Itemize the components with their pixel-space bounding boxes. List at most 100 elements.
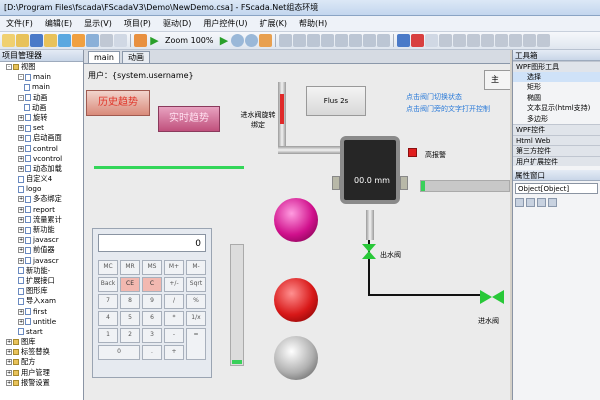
expand-icon[interactable]: + — [18, 125, 24, 132]
disk-icon[interactable] — [397, 34, 411, 47]
tab-animation[interactable]: 动画 — [122, 51, 150, 63]
ungroup-icon[interactable] — [467, 34, 481, 47]
cut-icon[interactable] — [100, 34, 113, 47]
tree-item[interactable]: +图库 — [0, 337, 83, 347]
history-trend-button[interactable]: 历史趋势 — [86, 90, 150, 116]
calculator-key[interactable]: 3 — [142, 328, 162, 343]
tree-item[interactable]: +旋转 — [0, 113, 83, 123]
align-center-icon[interactable] — [293, 34, 307, 47]
tree-item[interactable]: +动态加载 — [0, 164, 83, 174]
menu-item[interactable]: 用户控件(U) — [203, 19, 248, 28]
tree-item[interactable]: +javascr — [0, 235, 83, 245]
lock-icon[interactable] — [509, 34, 523, 47]
tree-item[interactable]: +配方 — [0, 357, 83, 367]
calculator-key[interactable]: * — [164, 311, 184, 326]
expand-icon[interactable]: + — [18, 114, 24, 121]
tree-item[interactable]: -动画 — [0, 93, 83, 103]
categorized-icon[interactable] — [515, 197, 524, 207]
same-width-icon[interactable] — [363, 34, 377, 47]
same-height-icon[interactable] — [377, 34, 391, 47]
tree-item[interactable]: 自定义4 — [0, 174, 83, 184]
align-left-icon[interactable] — [279, 34, 293, 47]
expand-icon[interactable]: + — [18, 145, 24, 152]
outlet-valve-icon[interactable] — [362, 244, 376, 252]
stop-icon[interactable] — [411, 34, 425, 47]
tree-item[interactable]: +set — [0, 123, 83, 133]
calculator-key[interactable]: Back — [98, 277, 118, 292]
expand-icon[interactable]: + — [18, 227, 24, 233]
expand-icon[interactable]: + — [18, 165, 24, 172]
calculator-key[interactable]: MR — [120, 260, 140, 275]
tree-item[interactable]: +多态绑定 — [0, 194, 83, 204]
calculator-key[interactable]: 4 — [98, 311, 118, 326]
calculator-key[interactable]: . — [142, 345, 162, 360]
calculator-key[interactable]: 7 — [98, 294, 118, 309]
tree-item[interactable]: 动画 — [0, 103, 83, 113]
tree-item[interactable]: -视图 — [0, 62, 83, 72]
calculator-key[interactable]: / — [164, 294, 184, 309]
outlet-valve-label[interactable]: 出水阀 — [380, 251, 401, 259]
align-right-icon[interactable] — [307, 34, 321, 47]
tree-item[interactable]: start — [0, 327, 83, 337]
toolbox-group-third-party[interactable]: 第三方控件 — [513, 145, 600, 156]
tree-item[interactable]: +流量累计 — [0, 215, 83, 225]
expand-icon[interactable]: + — [18, 196, 24, 203]
tool-text-display[interactable]: 文本显示(html支持) — [527, 104, 591, 112]
tree-item[interactable]: 图形库 — [0, 286, 83, 296]
inlet-valve-rotation-label[interactable]: 进水阀旋转绑定 — [240, 111, 276, 129]
folder-icon[interactable] — [44, 34, 57, 47]
hand-icon[interactable] — [259, 34, 273, 47]
tree-item[interactable]: +report — [0, 205, 83, 215]
inlet-valve-right-icon[interactable] — [492, 290, 504, 304]
alphabetical-icon[interactable] — [526, 197, 535, 207]
calculator-key[interactable]: 2 — [120, 328, 140, 343]
inlet-valve-label[interactable]: 进水阀 — [478, 317, 499, 325]
collapse-icon[interactable]: - — [18, 94, 24, 101]
expand-icon[interactable]: + — [18, 237, 24, 244]
tree-item[interactable]: +用户管理 — [0, 368, 83, 378]
tree-item[interactable]: +javascr — [0, 256, 83, 266]
toolbox-group-user-extensions[interactable]: 用户扩展控件 — [513, 155, 600, 166]
save-icon[interactable] — [30, 34, 43, 47]
tool-rectangle[interactable]: 矩形 — [527, 83, 541, 91]
align-top-icon[interactable] — [321, 34, 335, 47]
calculator-key[interactable]: 0 — [98, 345, 140, 360]
new-file-icon[interactable] — [2, 34, 15, 47]
tree-item[interactable]: 导入xam — [0, 296, 83, 306]
expand-icon[interactable]: + — [18, 257, 24, 264]
group-icon[interactable] — [453, 34, 467, 47]
expand-icon[interactable]: + — [6, 349, 12, 356]
align-bottom-icon[interactable] — [349, 34, 363, 47]
tool-polygon[interactable]: 多边形 — [527, 114, 548, 123]
calculator-key[interactable]: 5 — [120, 311, 140, 326]
calculator-key[interactable]: CE — [120, 277, 140, 292]
tree-item[interactable]: +前值器 — [0, 245, 83, 255]
tree-item[interactable]: +vcontrol — [0, 154, 83, 164]
calculator-key[interactable]: M+ — [164, 260, 184, 275]
events-icon[interactable] — [548, 197, 557, 207]
tree-item[interactable]: +untitle — [0, 317, 83, 327]
menu-item[interactable]: 编辑(E) — [44, 19, 73, 28]
collapse-icon[interactable]: - — [6, 64, 12, 70]
open-folder-icon[interactable] — [16, 34, 29, 47]
outlet-valve-lower-icon[interactable] — [362, 251, 376, 259]
save-all-icon[interactable] — [58, 34, 71, 47]
tree-item[interactable]: 扩展接口 — [0, 276, 83, 286]
properties-icon[interactable] — [537, 197, 546, 207]
tree-item[interactable]: +first — [0, 307, 83, 317]
expand-icon[interactable]: + — [18, 135, 24, 142]
tree-item[interactable]: 新功能- — [0, 266, 83, 276]
expand-icon[interactable]: + — [18, 216, 24, 223]
calculator-key[interactable]: +/- — [164, 277, 184, 292]
calculator-key[interactable]: C — [142, 277, 162, 292]
tree-item[interactable]: +报警设置 — [0, 378, 83, 388]
calculator-key[interactable]: 1/x — [186, 311, 206, 326]
zoom-out-icon[interactable] — [245, 34, 259, 47]
calculator-key[interactable]: 1 — [98, 328, 118, 343]
tree-item[interactable]: logo — [0, 184, 83, 194]
bring-front-icon[interactable] — [481, 34, 495, 47]
play-icon[interactable]: ▶ — [219, 34, 229, 47]
tab-main[interactable]: main — [88, 51, 120, 63]
inlet-valve-icon[interactable] — [480, 290, 492, 304]
toolbox-group-wpf-controls[interactable]: WPF控件 — [513, 124, 600, 135]
